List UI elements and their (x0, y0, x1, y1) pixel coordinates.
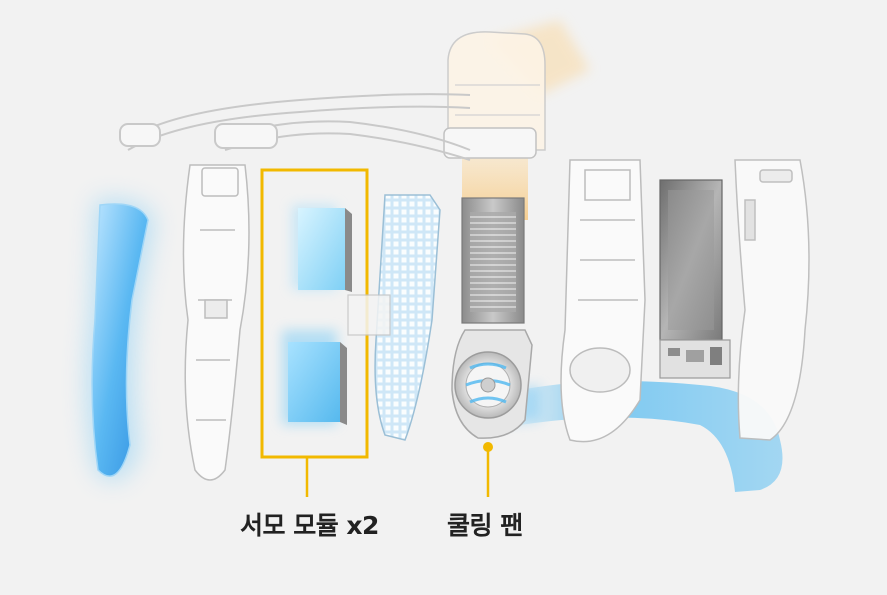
circuit-board (659, 339, 731, 379)
heat-plate (659, 179, 723, 341)
rear-housing (734, 159, 810, 441)
thermo-module-top (292, 205, 352, 292)
callout-lines (305, 442, 493, 497)
inner-frame (560, 159, 646, 443)
cable-loop (119, 93, 471, 161)
cooling-fan-label: 쿨링 팬 (447, 511, 523, 540)
grid-plate (347, 194, 441, 441)
thermo-module-label: 서모 모듈 x2 (240, 511, 379, 540)
front-housing (182, 164, 250, 481)
thermo-module-bottom (282, 330, 347, 425)
cooling-fan (451, 329, 533, 439)
warm-air-duct (443, 20, 590, 220)
heat-sink (461, 197, 525, 324)
cooling-plate (86, 199, 155, 482)
